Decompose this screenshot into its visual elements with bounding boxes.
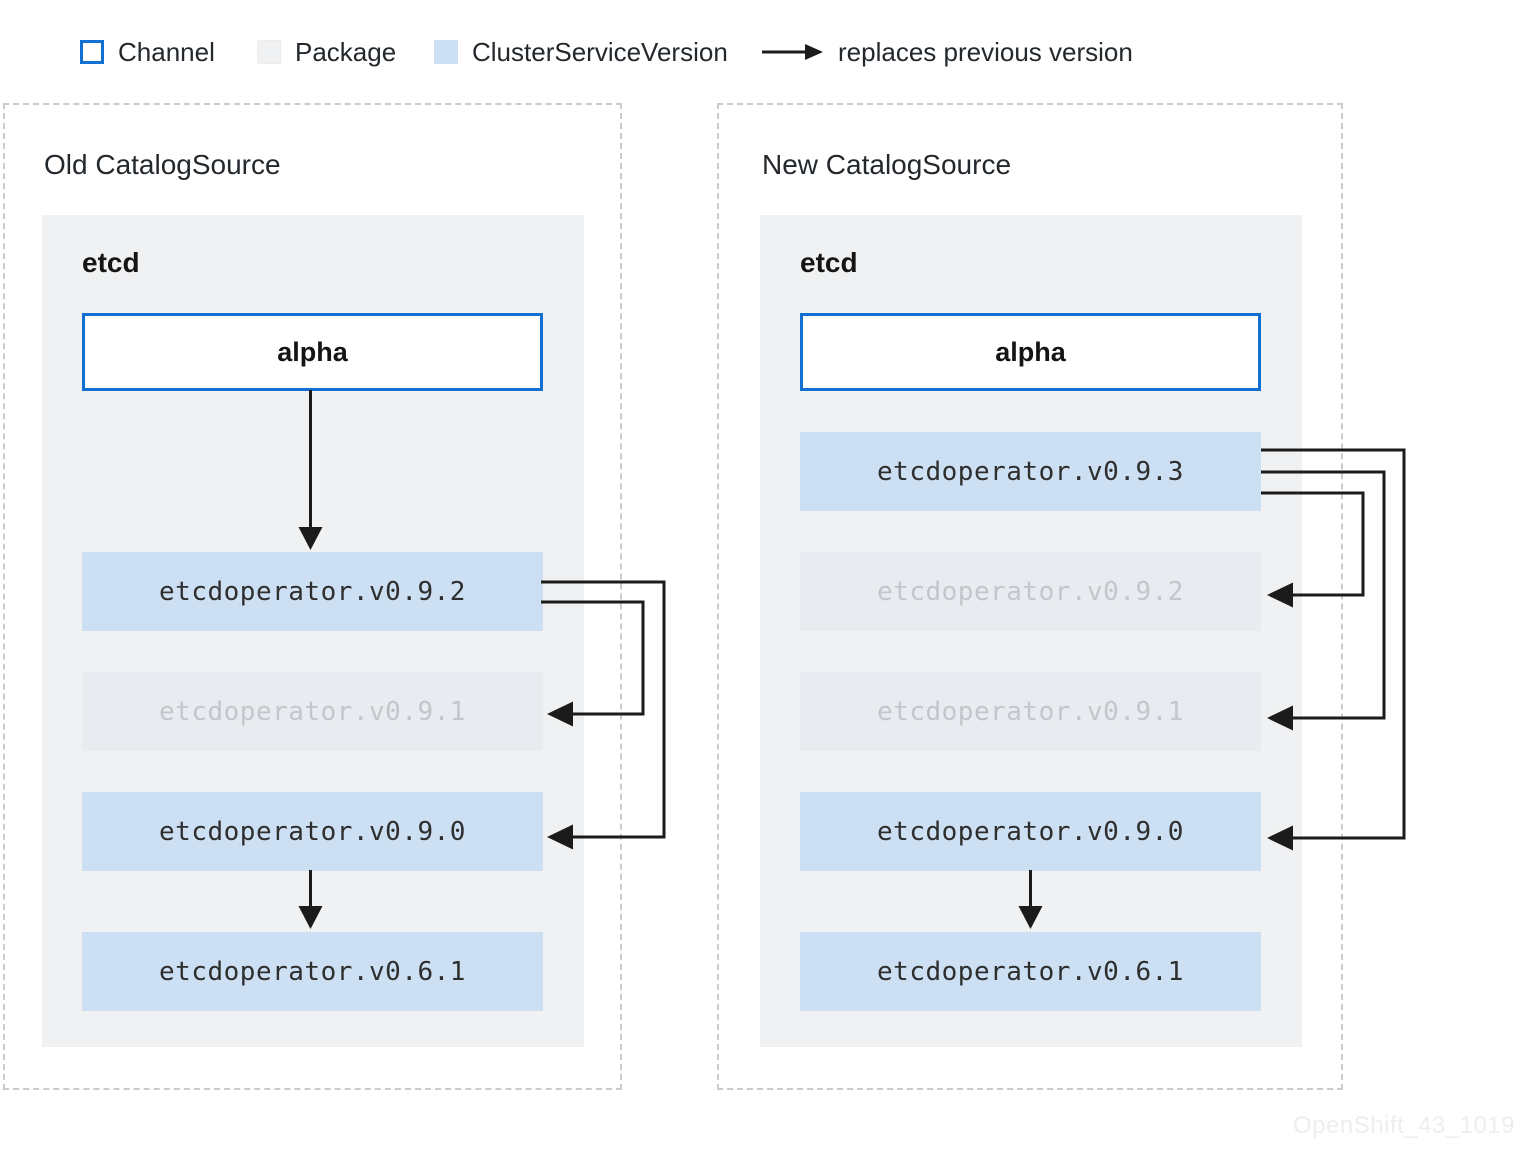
package-swatch-icon (257, 40, 281, 64)
legend-item-channel: Channel (80, 36, 215, 67)
channel-swatch-icon (80, 40, 104, 64)
new-version-v092: etcdoperator.v0.9.2 (800, 552, 1261, 631)
new-etcd-package-box: etcd alpha etcdoperator.v0.9.3 etcdopera… (760, 215, 1302, 1047)
new-package-name: etcd (800, 247, 858, 278)
legend-item-package: Package (257, 36, 397, 67)
new-version-v093: etcdoperator.v0.9.3 (800, 432, 1261, 511)
legend-label-replaces: replaces previous version (838, 36, 1133, 67)
old-package-name: etcd (82, 247, 140, 278)
old-version-v061: etcdoperator.v0.6.1 (82, 932, 543, 1011)
new-alpha-channel-box: alpha (800, 313, 1261, 391)
old-version-v091: etcdoperator.v0.9.1 (82, 672, 543, 751)
old-etcd-package-box: etcd alpha etcdoperator.v0.9.2 etcdopera… (42, 215, 584, 1047)
old-version-v090: etcdoperator.v0.9.0 (82, 792, 543, 871)
old-catalogsource-title: Old CatalogSource (44, 149, 281, 180)
legend-label-package: Package (295, 36, 397, 67)
new-catalogsource-panel: New CatalogSource etcd alpha etcdoperato… (717, 103, 1343, 1090)
old-version-v092: etcdoperator.v0.9.2 (82, 552, 543, 631)
watermark-text: OpenShift_43_1019 (1292, 1112, 1515, 1139)
csv-swatch-icon (434, 40, 458, 64)
legend-item-replaces: replaces previous version (762, 36, 1133, 67)
old-catalogsource-panel: Old CatalogSource etcd alpha etcdoperato… (3, 103, 622, 1090)
replaces-arrow-icon (762, 44, 823, 60)
old-alpha-channel-box: alpha (82, 313, 543, 391)
legend-label-channel: Channel (118, 36, 215, 67)
new-version-v091: etcdoperator.v0.9.1 (800, 672, 1261, 751)
new-catalogsource-title: New CatalogSource (762, 149, 1012, 180)
legend-item-csv: ClusterServiceVersion (434, 36, 728, 67)
new-version-v090: etcdoperator.v0.9.0 (800, 792, 1261, 871)
new-version-v061: etcdoperator.v0.6.1 (800, 932, 1261, 1011)
legend-label-csv: ClusterServiceVersion (472, 36, 728, 67)
